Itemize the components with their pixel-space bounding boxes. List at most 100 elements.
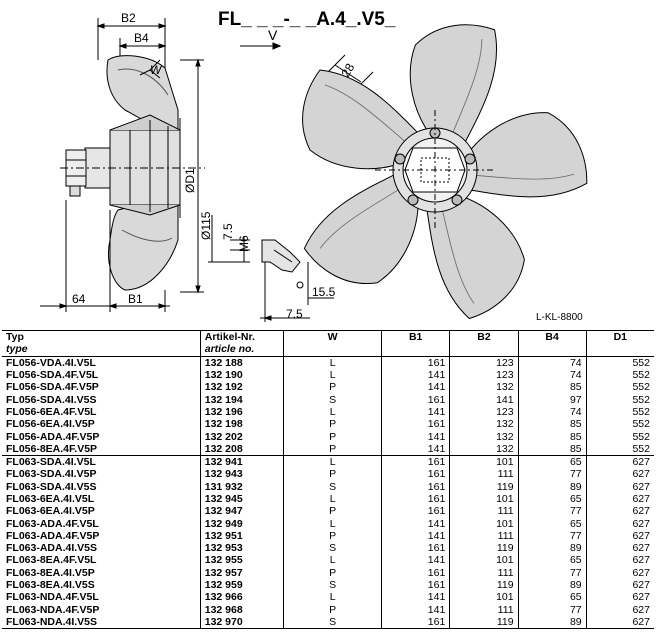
article-cell: 132 949 [199,517,284,530]
header-article: Artikel-Nr. [199,330,284,344]
b4-cell: 65 [517,517,587,530]
b1-cell: 161 [381,542,450,555]
w-cell: P [283,529,382,543]
b2-cell: 101 [449,591,519,604]
b2-cell: 119 [449,480,519,493]
d1-cell: 552 [585,430,654,443]
article-cell: 132 941 [199,454,284,469]
w-cell: L [283,405,382,419]
b2-cell: 132 [449,442,519,456]
b1-cell: 141 [381,517,450,530]
article-cell: 132 198 [199,418,284,431]
b4-cell: 77 [517,505,587,518]
b4-cell: 89 [517,615,587,630]
b1-cell: 161 [381,454,450,469]
type-cell: FL056-8EA.4F.V5P [6,442,98,455]
article-cell: 132 943 [199,468,284,481]
dim-28: 28 [338,61,357,80]
w-cell: S [283,578,382,592]
b1-cell: 141 [381,442,450,456]
b4-cell: 85 [517,442,587,456]
dim-7-5b: 7.5 [286,307,303,321]
w-cell: S [283,480,382,493]
b2-cell: 123 [449,405,519,419]
dim-d1: ØD1 [183,168,197,193]
b4-cell: 89 [517,542,587,555]
b1-cell: 141 [381,529,450,543]
b4-cell: 65 [517,591,587,604]
header-empty [283,343,382,357]
article-cell: 132 190 [199,368,284,382]
d1-cell: 627 [585,517,654,530]
type-cell: FL056-SDA.4F.V5P [6,381,99,394]
d1-cell: 627 [585,542,654,555]
type-cell: FL056-6EA.4I.V5P [6,418,95,431]
type-cell: FL056-VDA.4I.V5L [6,356,96,369]
w-cell: P [283,381,382,394]
d1-cell: 627 [585,566,654,579]
article-cell: 132 955 [199,554,284,567]
article-cell: 132 192 [199,381,284,394]
w-cell: S [283,615,382,630]
d1-cell: 552 [585,356,654,369]
b1-cell: 161 [381,393,450,406]
b2-cell: 111 [449,529,519,543]
b2-cell: 101 [449,517,519,530]
header-empty [585,343,654,357]
drawing-reference: L-KL-8800 [536,312,583,323]
d1-cell: 552 [585,442,654,456]
w-cell: L [283,454,382,469]
b4-cell: 85 [517,418,587,431]
d1-cell: 552 [585,393,654,406]
w-cell: P [283,603,382,616]
b1-cell: 141 [381,591,450,604]
technical-drawing: FL_ _ _-_ _A.4_.V5_ [40,9,602,330]
b2-cell: 132 [449,430,519,443]
b4-cell: 77 [517,603,587,616]
d1-cell: 627 [585,505,654,518]
w-cell: L [283,554,382,567]
table-header-row: Typ Artikel-Nr. W B1 B2 B4 D1 [2,330,654,344]
w-cell: P [283,430,382,443]
w-cell: L [283,356,382,369]
d1-cell: 627 [585,492,654,506]
d1-cell: 552 [585,381,654,394]
dim-w: W [150,63,163,77]
w-cell: S [283,393,382,406]
header-typ: Typ [2,330,201,344]
d1-cell: 627 [585,615,654,630]
dim-15-5: 15.5 [312,285,336,299]
b1-cell: 161 [381,356,450,369]
dim-m6: M6 [237,235,251,252]
article-cell: 132 968 [199,603,284,616]
header-b2: B2 [449,330,519,344]
d1-cell: 627 [585,591,654,604]
header-article-en: article no. [199,343,284,357]
header-w: W [283,330,382,344]
article-cell: 132 202 [199,430,284,443]
type-cell: FL063-SDA.4I.V5L [2,454,201,469]
b4-cell: 97 [517,393,587,406]
header-type-en: type [2,343,201,357]
b2-cell: 119 [449,542,519,555]
b1-cell: 161 [381,468,450,481]
w-cell: L [283,591,382,604]
article-cell: 132 959 [199,578,284,592]
header-empty [449,343,519,357]
b2-cell: 111 [449,468,519,481]
b4-cell: 65 [517,454,587,469]
type-cell: FL063-ADA.4F.V5P [6,529,100,542]
d1-cell: 627 [585,454,654,469]
article-cell: 131 932 [199,480,284,493]
